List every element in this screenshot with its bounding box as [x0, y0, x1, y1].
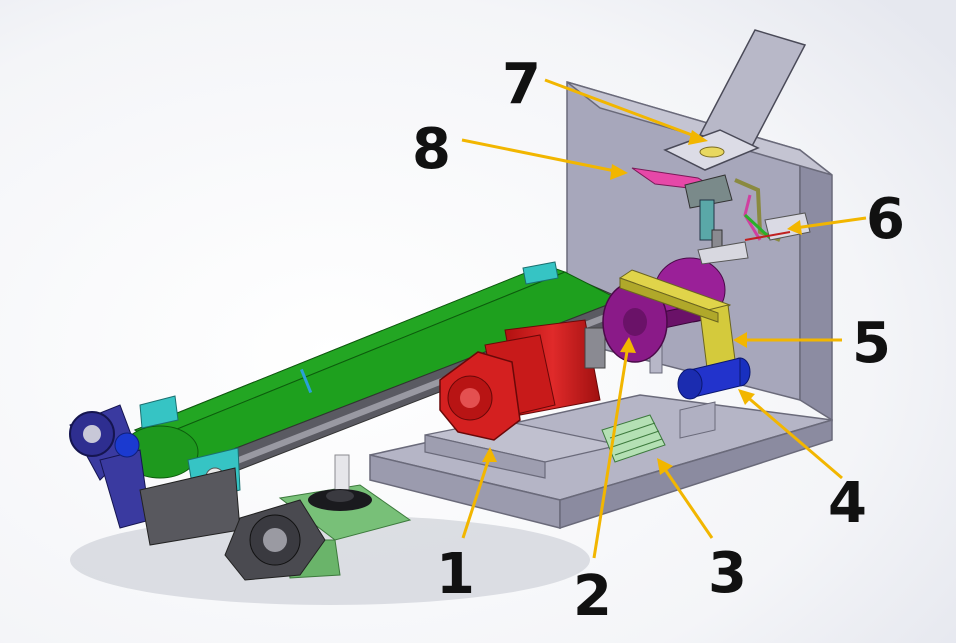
callout-label-5: 5 [852, 311, 891, 376]
callout-arrows [461, 78, 867, 559]
pneumatic-cylinder [601, 414, 666, 463]
callout-arrowhead-2 [620, 337, 636, 353]
callout-arrow-8 [461, 138, 621, 174]
callout-arrow-7 [544, 78, 701, 140]
callout-arrow-3 [660, 464, 714, 539]
shaft-coupling [677, 357, 751, 400]
swing-arm [618, 269, 736, 369]
callout-arrow-6 [794, 216, 867, 230]
callout-arrow-2 [592, 344, 630, 559]
callout-label-6: 6 [866, 187, 905, 252]
callout-label-7: 7 [502, 52, 541, 117]
coupling-block [679, 401, 716, 439]
feed-hopper [663, 29, 807, 171]
callout-arrowhead-6 [787, 220, 802, 235]
callout-arrowhead-1 [482, 447, 497, 462]
callout-label-2: 2 [573, 564, 612, 629]
callout-arrowhead-7 [688, 130, 708, 145]
callout-arrowhead-5 [733, 332, 747, 348]
callout-labels: 1 2 3 4 5 6 7 8 [412, 52, 905, 629]
callout-arrow-1 [461, 454, 492, 539]
callout-arrowhead-8 [610, 164, 628, 180]
slide-plate [631, 167, 749, 265]
callout-label-4: 4 [828, 471, 867, 536]
conveyor-drive-motor [139, 467, 326, 581]
callout-arrowhead-3 [657, 458, 673, 475]
callout-arrow-4 [744, 393, 843, 480]
tension-arm [69, 404, 151, 529]
callout-label-3: 3 [708, 541, 747, 606]
gear-motor [439, 319, 606, 441]
callout-label-1: 1 [436, 542, 475, 607]
callout-arrowhead-4 [738, 389, 755, 405]
callout-label-8: 8 [412, 117, 451, 182]
